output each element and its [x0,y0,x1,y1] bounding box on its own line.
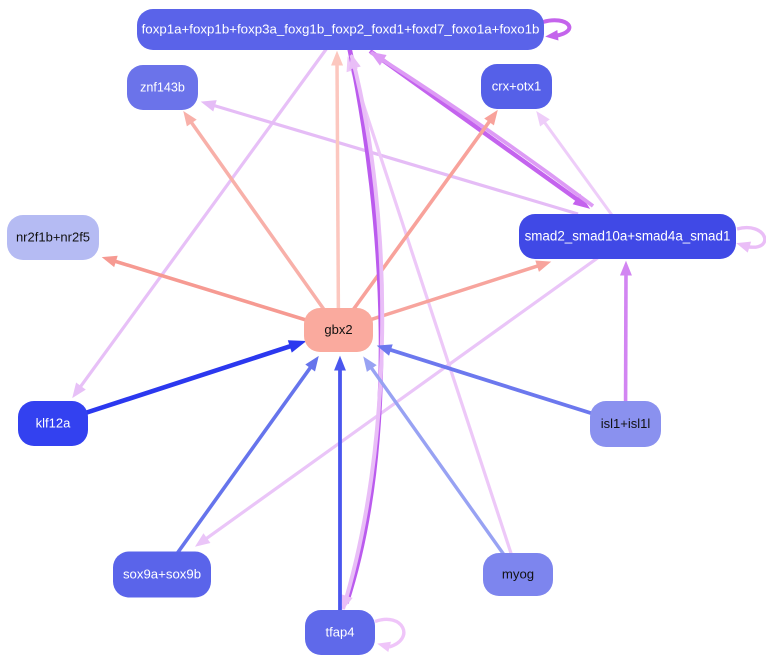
svg-text:nr2f1b+nr2f5: nr2f1b+nr2f5 [16,230,90,245]
svg-text:gbx2: gbx2 [324,322,352,337]
svg-text:isl1+isl1l: isl1+isl1l [601,416,651,431]
svg-text:znf143b: znf143b [140,81,185,95]
svg-text:tfap4: tfap4 [326,625,355,640]
svg-text:klf12a: klf12a [36,416,71,431]
svg-text:crx+otx1: crx+otx1 [492,79,542,94]
svg-text:sox9a+sox9b: sox9a+sox9b [123,567,201,582]
svg-text:myog: myog [502,567,534,582]
svg-text:foxp1a+foxp1b+foxp3a_foxg1b_fo: foxp1a+foxp1b+foxp3a_foxg1b_foxp2_foxd1+… [142,22,540,37]
svg-text:smad2_smad10a+smad4a_smad1: smad2_smad10a+smad4a_smad1 [525,229,731,244]
